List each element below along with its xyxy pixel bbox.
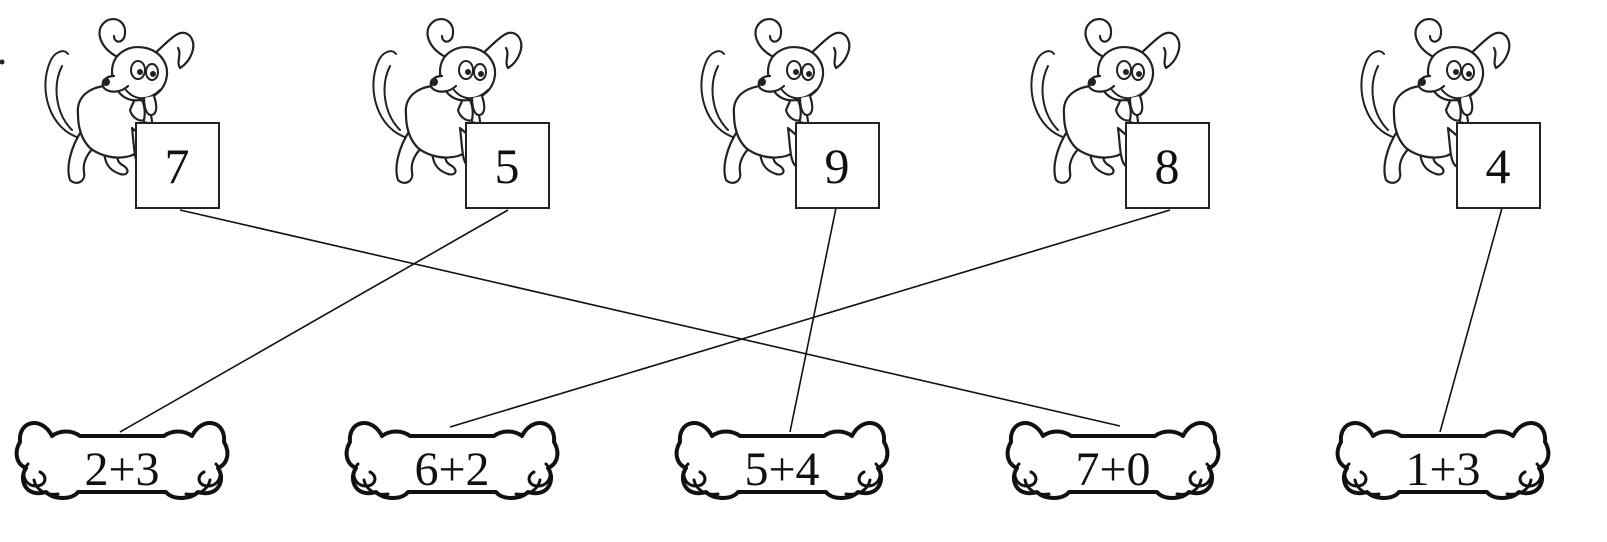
- dog-card-3[interactable]: 9: [700, 18, 880, 209]
- bone-expression: 6+2: [414, 443, 489, 496]
- bone-card-3[interactable]: 5+4: [674, 421, 890, 500]
- dog-card-1[interactable]: 7: [44, 18, 220, 209]
- dog-card-5[interactable]: 4: [1360, 18, 1541, 209]
- number-box: [135, 122, 220, 209]
- match-line-8-to-6+2: [449, 209, 1171, 428]
- matching-lines: [119, 207, 1503, 433]
- number-box: [1125, 122, 1210, 209]
- match-line-7-to-7+0: [179, 209, 1121, 427]
- dog-number: 5: [495, 138, 520, 194]
- bone-expression: 7+0: [1075, 443, 1150, 496]
- number-box: [465, 122, 550, 209]
- bone-card-5[interactable]: 1+3: [1335, 421, 1551, 500]
- match-line-5-to-2+3: [119, 209, 509, 433]
- match-line-4-to-1+3: [1439, 207, 1503, 433]
- number-box: [795, 122, 880, 209]
- bullet-dot: [0, 59, 5, 65]
- dog-number: 8: [1155, 138, 1180, 194]
- bone-expression: 5+4: [744, 443, 819, 496]
- bone-expression: 1+3: [1405, 443, 1480, 496]
- bone-card-2[interactable]: 6+2: [344, 421, 560, 500]
- dog-number: 7: [165, 138, 190, 194]
- dog-number: 9: [825, 138, 850, 194]
- dog-card-4[interactable]: 8: [1030, 18, 1210, 209]
- dog-card-2[interactable]: 5: [372, 18, 550, 209]
- dog-number: 4: [1486, 138, 1511, 194]
- bone-card-4[interactable]: 7+0: [1005, 421, 1221, 500]
- number-box: [1456, 122, 1541, 209]
- bone-card-1[interactable]: 2+3: [14, 421, 230, 500]
- bone-expression: 2+3: [84, 443, 159, 496]
- match-line-9-to-5+4: [789, 207, 837, 433]
